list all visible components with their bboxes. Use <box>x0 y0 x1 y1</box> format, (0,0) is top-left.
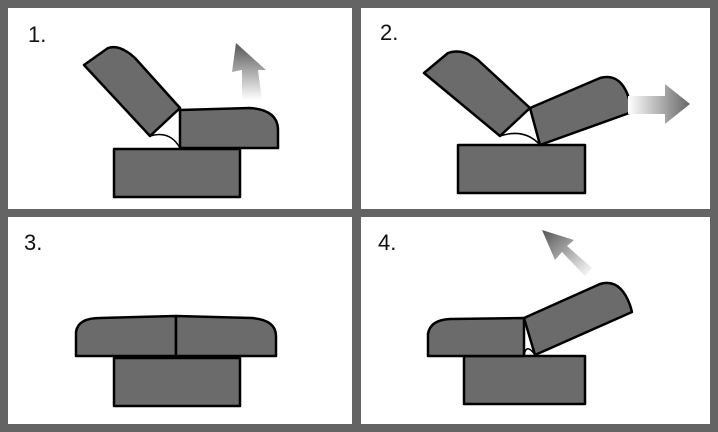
step-4-label: 4. <box>378 230 397 255</box>
right-cushion <box>174 314 278 358</box>
arrow-up-left-icon <box>542 230 592 276</box>
step-1-label: 1. <box>28 22 47 47</box>
seat-cushion <box>528 75 634 147</box>
step-2-sofa <box>422 50 690 195</box>
sofa-base <box>112 356 242 408</box>
step-2-label: 2. <box>380 20 399 45</box>
sofa-base <box>112 147 242 199</box>
step-4-sofa <box>426 230 634 406</box>
left-cushion <box>74 314 178 358</box>
backrest-cushion <box>422 50 532 138</box>
step-1-sofa <box>82 43 280 199</box>
arrow-right-icon <box>628 84 690 124</box>
left-cushion <box>426 316 526 358</box>
arrow-up-icon <box>232 43 266 100</box>
step-3-label: 3. <box>24 230 43 255</box>
backrest-cushion <box>82 45 182 138</box>
seat-cushion <box>178 106 280 150</box>
sofa-base <box>462 354 587 406</box>
step-3-sofa <box>74 314 278 408</box>
sofa-base <box>456 143 587 195</box>
tilted-cushion <box>522 281 634 357</box>
